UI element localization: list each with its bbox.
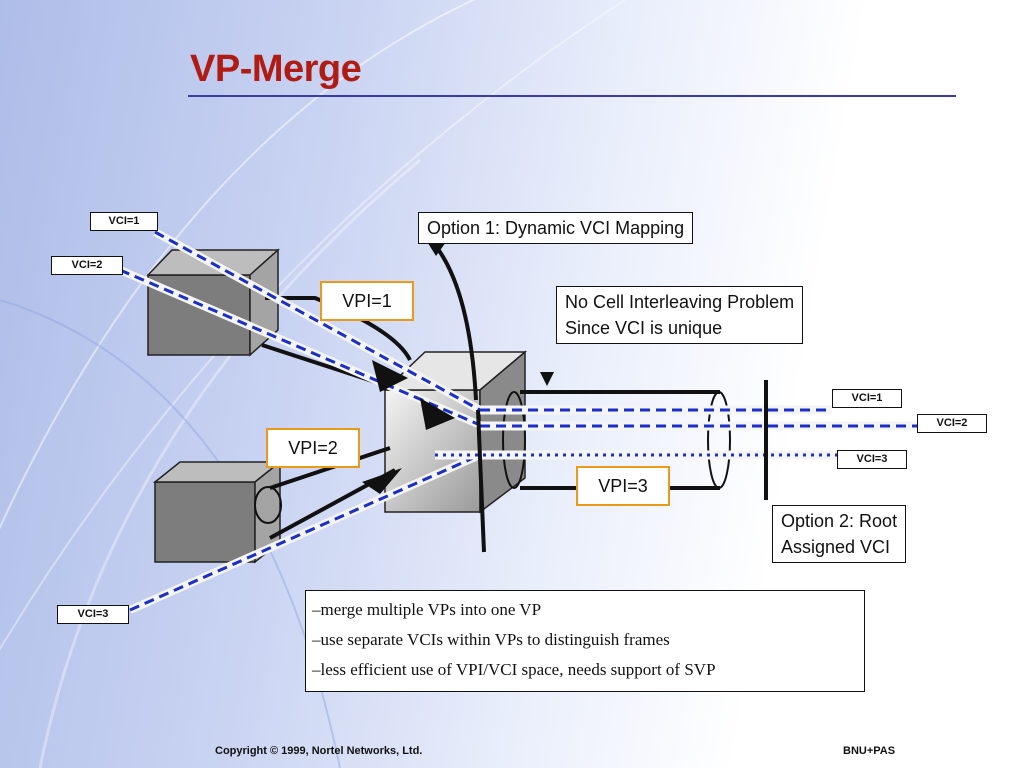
vpi-label-1: VPI=1 — [320, 281, 414, 321]
callout-option-2-line-2: Assigned VCI — [781, 537, 891, 557]
callout-option-2-line-1: Option 2: Root — [781, 511, 898, 531]
vci-label-out-1: VCI=1 — [832, 389, 902, 408]
tunnel-ellipses — [254, 391, 731, 524]
callout-pointers — [433, 243, 768, 553]
bullet-item-2: –use separate VCIs within VPs to disting… — [312, 630, 670, 649]
vci-label-out-2: VCI=2 — [917, 414, 987, 433]
bullet-item-3: –less efficient use of VPI/VCI space, ne… — [312, 660, 716, 679]
footer-right-text: BNU+PAS — [843, 745, 896, 757]
direction-arrows — [362, 360, 554, 494]
callout-option-1: Option 1: Dynamic VCI Mapping — [418, 212, 694, 244]
vci-label-in-3: VCI=3 — [57, 605, 129, 624]
vpi-label-2: VPI=2 — [266, 428, 360, 468]
bullet-item-1: –merge multiple VPs into one VP — [312, 600, 542, 619]
callout-option-1-text: Option 1: Dynamic VCI Mapping — [427, 218, 685, 238]
callout-option-2: Option 2: Root Assigned VCI — [772, 505, 907, 563]
callout-no-interleaving: No Cell Interleaving Problem Since VCI i… — [556, 286, 804, 344]
vpi-label-3: VPI=3 — [576, 466, 670, 506]
page-title: VP-Merge — [190, 48, 362, 90]
title-underline — [188, 95, 956, 97]
outgoing-links — [435, 405, 918, 460]
callout-no-interleaving-line-1: No Cell Interleaving Problem — [565, 292, 795, 312]
footer-copyright: Copyright © 1999, Nortel Networks, Ltd. — [215, 745, 423, 757]
vci-label-out-3: VCI=3 — [837, 450, 907, 469]
switch-bottom-left — [152, 460, 283, 564]
vci-label-in-2: VCI=2 — [51, 256, 123, 275]
callout-no-interleaving-line-2: Since VCI is unique — [565, 318, 723, 338]
bullet-list: –merge multiple VPs into one VP –use sep… — [305, 590, 865, 692]
option1-arrowhead — [426, 240, 446, 256]
incoming-links — [118, 228, 482, 614]
vci-label-in-1: VCI=1 — [90, 212, 158, 231]
